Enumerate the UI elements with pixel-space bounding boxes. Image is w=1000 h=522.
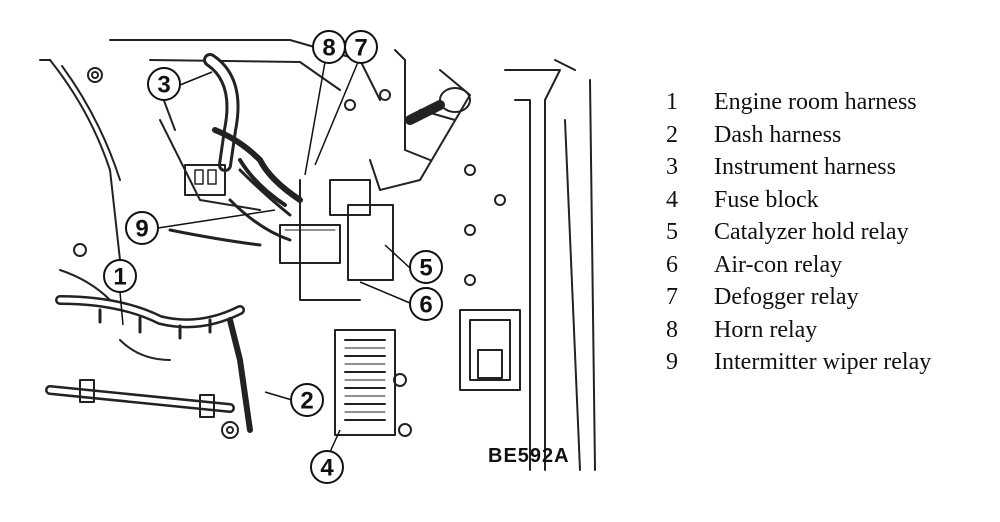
legend-item: 7 Defogger relay (660, 281, 990, 314)
legend-label: Catalyzer hold relay (714, 219, 909, 245)
legend-label: Air-con relay (714, 251, 843, 278)
legend-label: Fuse block (714, 186, 819, 213)
figure-code: BE592A (488, 445, 570, 467)
legend-number: 9 (666, 349, 678, 375)
legend-item: 2 Dash harness (660, 119, 990, 152)
callout-number: 7 (354, 35, 367, 62)
legend-label: Dash harness (714, 121, 842, 148)
callout-number: 2 (300, 388, 313, 415)
legend-number: 2 (666, 121, 678, 148)
legend-number: 4 (666, 186, 678, 213)
legend-number: 1 (666, 89, 678, 115)
legend-number: 7 (666, 284, 678, 310)
diagram-artwork (39, 39, 596, 471)
legend-item: 6 Air-con relay (660, 249, 990, 282)
legend-item: 3 Instrument harness (660, 151, 990, 184)
callout-number: 9 (135, 216, 148, 243)
legend-label: Defogger relay (714, 284, 859, 310)
legend-label: Engine room harness (714, 89, 917, 115)
legend-list: 1 Engine room harness 2 Dash harness 3 Instru… (660, 86, 990, 379)
legend-number: 6 (666, 251, 678, 278)
legend-label: Horn relay (714, 316, 818, 343)
legend-label: Intermitter wiper relay (714, 349, 932, 375)
callout-number: 8 (322, 35, 335, 62)
legend-item: 1 Engine room harness (660, 86, 990, 119)
legend-number: 5 (666, 219, 678, 245)
legend-number: 3 (666, 154, 678, 180)
legend-item: 8 Horn relay (660, 314, 990, 347)
legend-item: 4 Fuse block (660, 184, 990, 217)
callout-circles (103, 30, 443, 484)
wiring-diagram: 1 2 3 4 5 6 7 8 9 BE592A (39, 30, 596, 484)
callout-number: 1 (113, 264, 126, 291)
callout-number: 5 (419, 255, 432, 282)
legend-number: 8 (666, 316, 678, 343)
callout-number: 4 (320, 455, 334, 482)
callout-number: 3 (157, 72, 170, 99)
legend-item: 9 Intermitter wiper relay (660, 346, 990, 379)
legend-item: 5 Catalyzer hold relay (660, 216, 990, 249)
leader-lines (119, 61, 411, 453)
legend-label: Instrument harness (714, 154, 896, 180)
callout-number: 6 (419, 292, 432, 319)
